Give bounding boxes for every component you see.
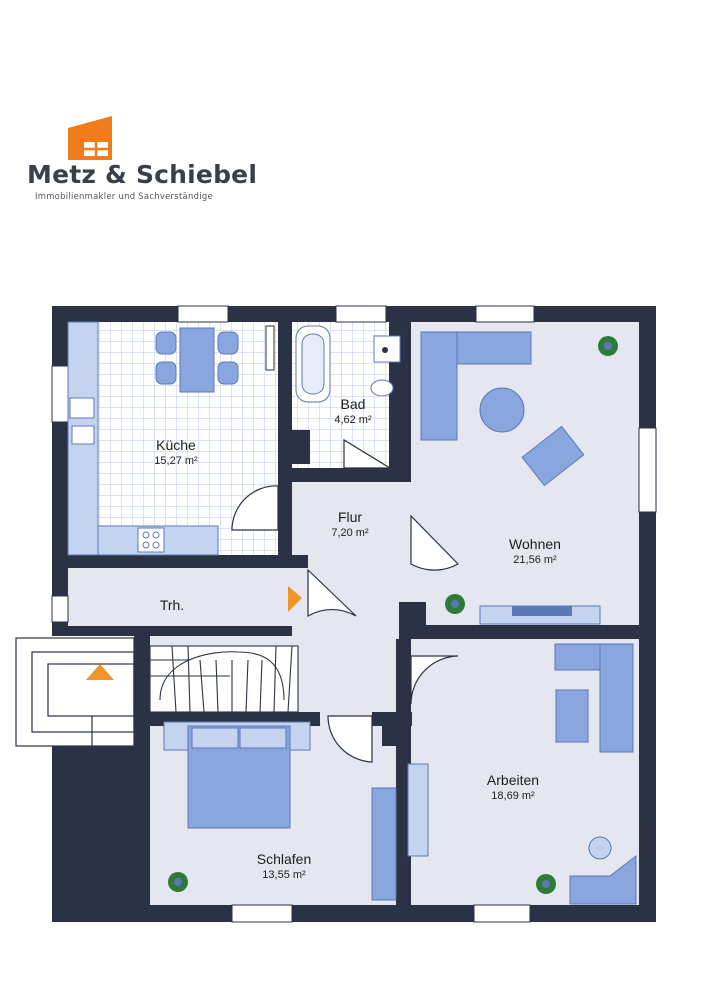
living-furniture (420, 331, 601, 625)
interior-walls (52, 322, 639, 905)
room-label-flur: Flur (338, 509, 362, 525)
doors (231, 438, 459, 763)
room-labels: Küche 15,27 m² Bad 4,62 m² Flur 7,20 m² … (154, 396, 561, 881)
room-area-arbeiten: 18,69 m² (491, 790, 535, 802)
room-area-bad: 4,62 m² (334, 414, 372, 426)
stair-direction-arrow-icon (288, 586, 302, 612)
onoffice-watermark: onOffice (638, 824, 647, 858)
bath-fixtures (295, 325, 401, 403)
room-area-wohnen: 21,56 m² (513, 554, 557, 566)
room-label-wohnen: Wohnen (509, 536, 561, 552)
room-label-trh: Trh. (160, 597, 184, 613)
company-logo: Metz & Schiebel Immobilienmakler und Sac… (0, 0, 706, 220)
room-area-schlafen: 13,55 m² (262, 869, 306, 881)
entrance-arrow-icon (86, 664, 114, 680)
trh-floor (68, 568, 308, 626)
entrance-steps (15, 637, 135, 747)
brand-name: Metz & Schiebel (27, 160, 258, 189)
room-area-kueche: 15,27 m² (154, 455, 198, 467)
brand-tagline: Immobilienmakler und Sachverständige (35, 191, 213, 201)
house-logo-icon (68, 116, 112, 160)
room-label-bad: Bad (341, 396, 366, 412)
staircase (149, 645, 299, 713)
room-label-arbeiten: Arbeiten (487, 772, 539, 788)
kitchen-furniture (67, 321, 275, 556)
room-label-schlafen: Schlafen (257, 851, 311, 867)
room-label-kueche: Küche (156, 437, 196, 453)
bedroom-furniture (163, 721, 397, 901)
office-furniture (407, 643, 637, 905)
room-area-flur: 7,20 m² (331, 527, 369, 539)
floor-plan: Küche 15,27 m² Bad 4,62 m² Flur 7,20 m² … (15, 305, 657, 923)
room-floors (68, 322, 639, 905)
plant-icon (168, 336, 618, 894)
windows (51, 305, 657, 923)
